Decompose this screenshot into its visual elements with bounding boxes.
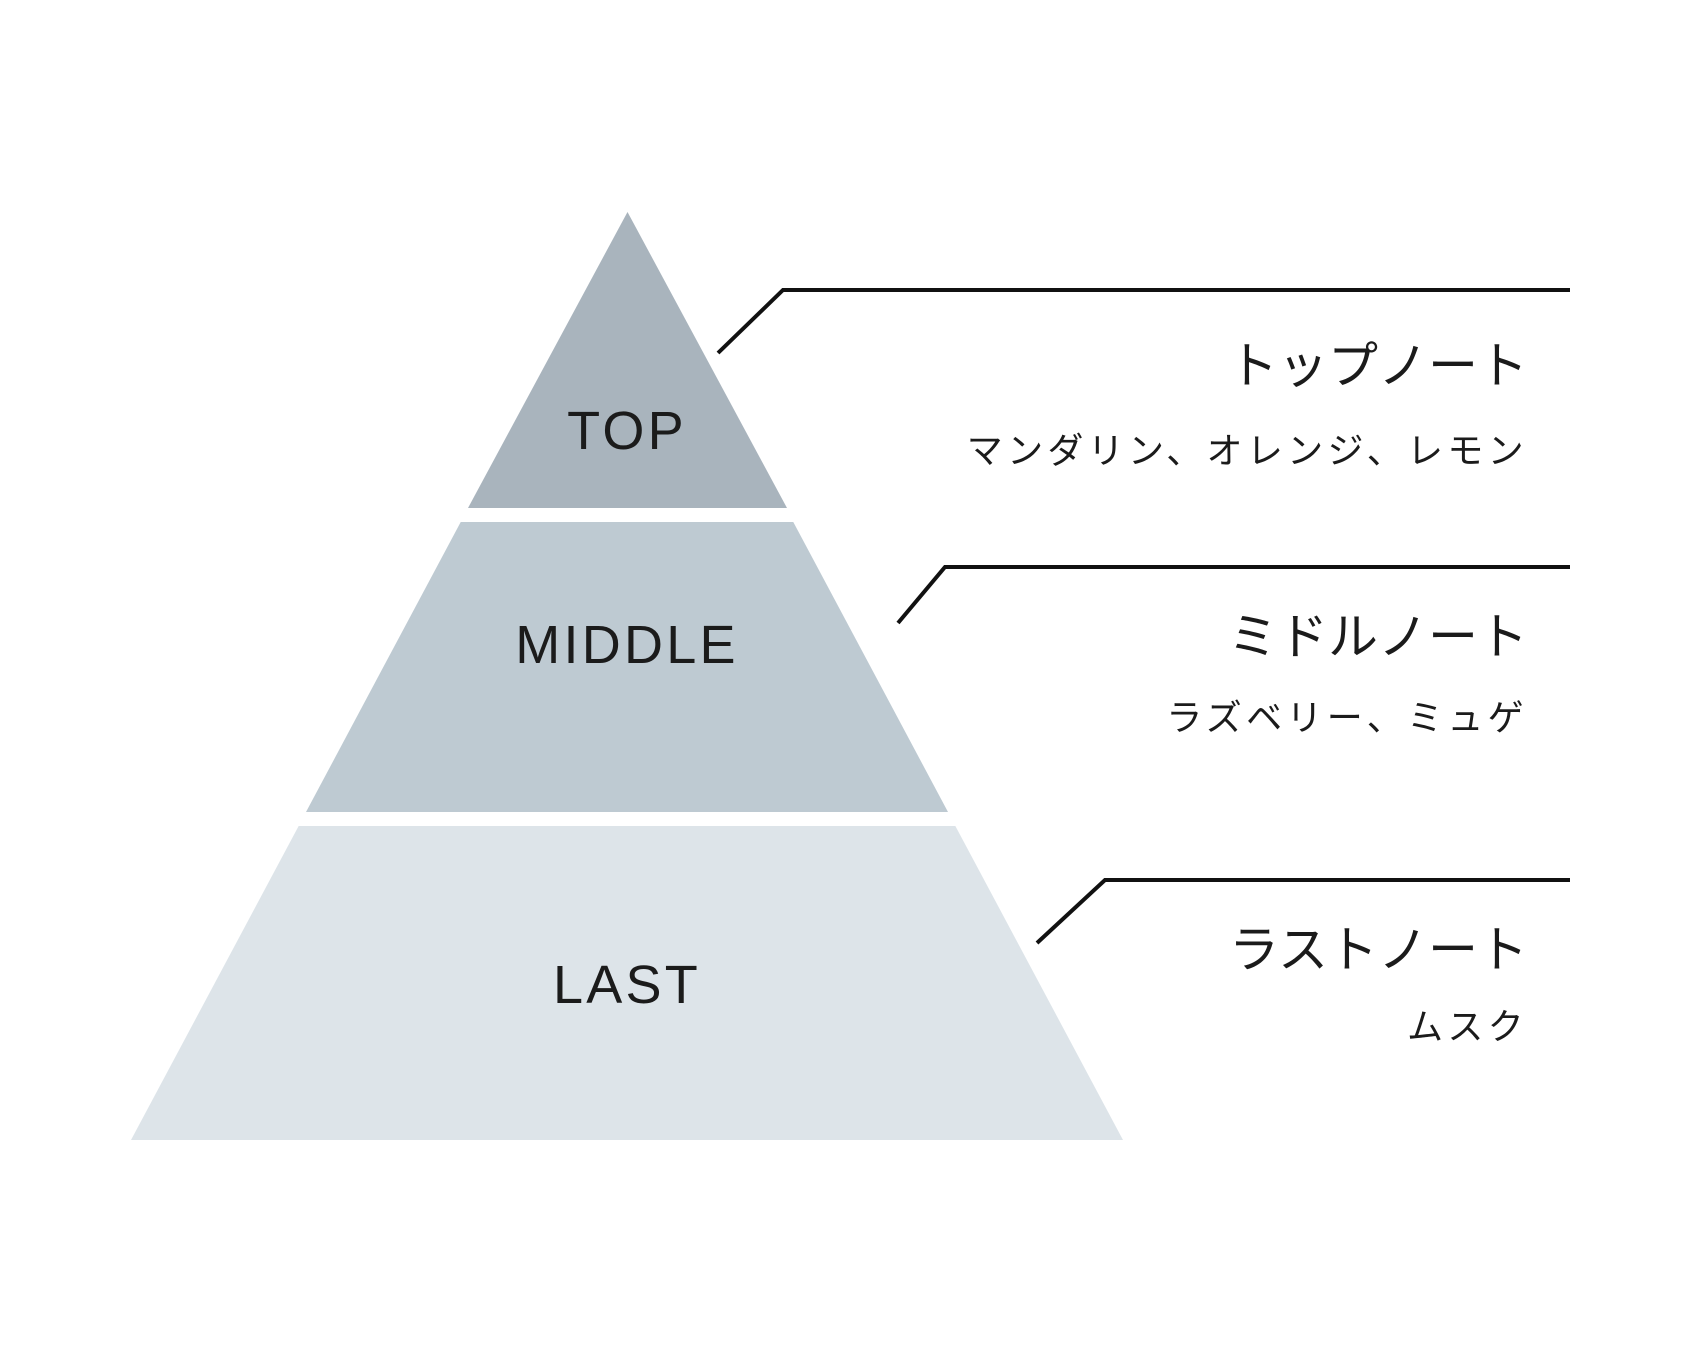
tier-label-top: TOP <box>567 401 687 461</box>
connector-line-last <box>1035 878 1570 945</box>
note-title-last: ラストノート <box>1229 922 1528 978</box>
connector-line-top <box>716 288 1570 355</box>
note-ingredients-last: ムスク <box>1407 1006 1528 1047</box>
note-title-middle: ミドルノート <box>1228 609 1528 665</box>
note-ingredients-top: マンダリン、オレンジ、レモン <box>966 430 1528 471</box>
note-title-top: トップノート <box>1228 338 1528 394</box>
pyramid-tier-last <box>131 826 1123 1140</box>
tier-label-middle: MIDDLE <box>515 615 739 675</box>
tier-label-last: LAST <box>552 955 702 1015</box>
connector-line-middle <box>896 565 1570 625</box>
note-ingredients-middle: ラズベリー、ミュゲ <box>1166 697 1528 738</box>
